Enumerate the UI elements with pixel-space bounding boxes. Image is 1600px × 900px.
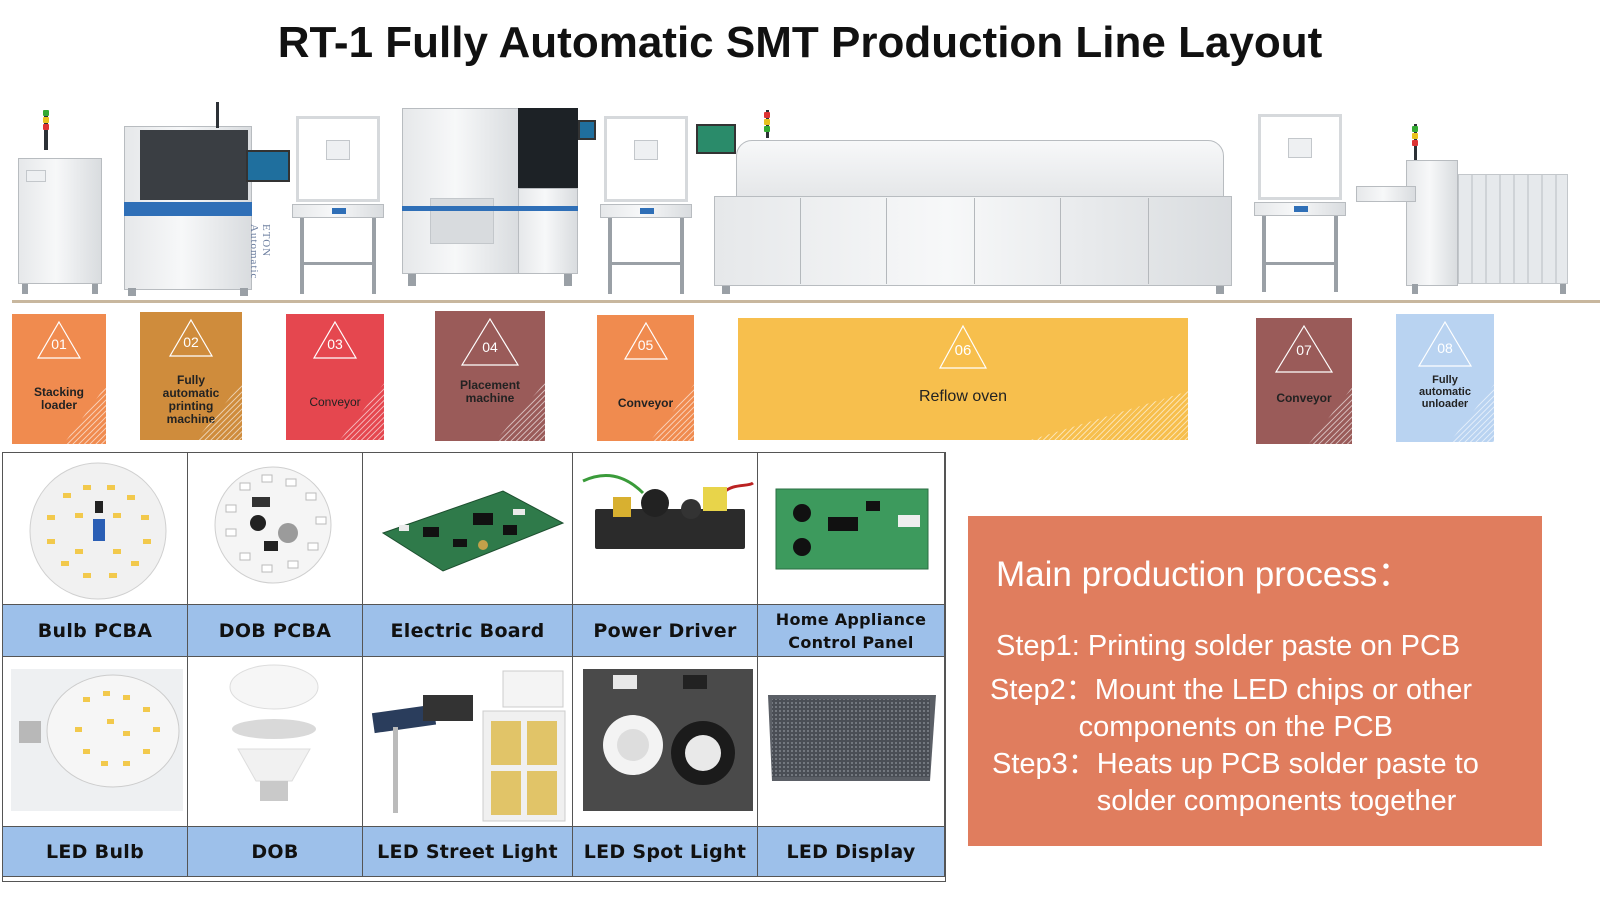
product-label-bulb-pcba: Bulb PCBA (3, 605, 188, 657)
triangle-icon (623, 321, 668, 360)
process-step-text: Heats up PCB solder paste to solder comp… (1096, 748, 1479, 817)
product-label-power-driver: Power Driver (573, 605, 758, 657)
process-step-1: Step1: Printing solder paste on PCB (996, 628, 1460, 665)
step-label: Conveyor (1276, 391, 1332, 405)
dob-image (188, 657, 363, 827)
electric-board-image (363, 453, 573, 605)
step-number: 03 (327, 336, 343, 352)
conveyor-machine-1 (292, 112, 384, 296)
control-panel-image (758, 453, 945, 605)
conveyor-machine-2 (600, 112, 692, 296)
product-label-led-bulb: LED Bulb (3, 827, 188, 877)
process-box: Main production process： Step1: Printing… (968, 516, 1542, 846)
step-card-03: 03 Conveyor (286, 314, 384, 440)
product-grid: Bulb PCBA DOB PCBA Electric Board Power … (2, 452, 946, 882)
product-label-street-light: LED Street Light (363, 827, 573, 877)
process-title: Main production process： (996, 555, 1413, 594)
step-label: Fully automatic unloader (1419, 374, 1471, 410)
product-label-control-panel: Home Appliance Control Panel (758, 605, 945, 657)
reflow-oven-machine (696, 110, 1238, 296)
triangle-icon (312, 320, 358, 359)
step-card-04: 04 Placement machine (435, 311, 545, 441)
step-card-08: 08 Fully automatic unloader (1396, 314, 1494, 442)
stacking-loader-machine (14, 110, 106, 296)
step-label: Placement machine (459, 378, 521, 405)
process-step-text: Printing solder paste on PCB (1087, 630, 1461, 662)
step-label: Conveyor (309, 395, 361, 409)
bulb-pcba-image (3, 453, 188, 605)
product-label-electric-board: Electric Board (363, 605, 573, 657)
step-card-06: 06 Reflow oven (738, 318, 1188, 440)
unloader-machine (1356, 124, 1572, 296)
led-bulb-image (3, 657, 188, 827)
step-card-05: 05 Conveyor (597, 315, 694, 441)
triangle-icon (460, 317, 520, 366)
product-label-led-display: LED Display (758, 827, 945, 877)
product-label-dob-pcba: DOB PCBA (188, 605, 363, 657)
process-step-2: Step2：Mount the LED chips or other compo… (990, 672, 1472, 746)
step-number: 08 (1437, 340, 1453, 356)
step-number: 04 (482, 339, 498, 355)
process-step-prefix: Step2： (990, 674, 1095, 706)
step-number: 02 (183, 334, 199, 350)
step-number: 07 (1296, 342, 1312, 358)
placement-machine (402, 98, 602, 296)
led-display-image (758, 657, 945, 827)
page-title: RT-1 Fully Automatic SMT Production Line… (277, 18, 1323, 67)
floor-line (12, 300, 1600, 303)
triangle-icon (36, 320, 82, 359)
process-step-text: Mount the LED chips or other components … (1078, 674, 1472, 743)
printing-machine: ETON Automatic (122, 100, 292, 296)
triangle-icon (938, 324, 988, 369)
power-driver-image (573, 453, 758, 605)
dob-pcba-image (188, 453, 363, 605)
step-card-01: 01 Stacking loader (12, 314, 106, 444)
triangle-icon (168, 318, 214, 357)
process-step-3: Step3：Heats up PCB solder paste to solde… (992, 746, 1479, 820)
process-step-prefix: Step3： (992, 748, 1097, 780)
step-card-07: 07 Conveyor (1256, 318, 1352, 444)
step-number: 01 (51, 336, 67, 352)
printer-brand-text: ETON Automatic (248, 224, 272, 280)
step-card-02: 02 Fully automatic printing machine (140, 312, 242, 440)
step-label: Reflow oven (918, 388, 1008, 405)
step-label: Conveyor (617, 396, 674, 410)
step-number: 05 (637, 337, 654, 353)
step-label: Stacking loader (33, 385, 84, 412)
process-step-prefix: Step1: (996, 630, 1088, 662)
triangle-icon (1417, 320, 1473, 367)
street-light-image (363, 657, 573, 827)
spot-light-image (573, 657, 758, 827)
triangle-icon (1274, 324, 1334, 373)
step-label: Fully automatic printing machine (162, 373, 220, 426)
step-number: 06 (954, 342, 972, 359)
product-label-dob: DOB (188, 827, 363, 877)
product-label-spot-light: LED Spot Light (573, 827, 758, 877)
conveyor-machine-3 (1254, 110, 1346, 296)
